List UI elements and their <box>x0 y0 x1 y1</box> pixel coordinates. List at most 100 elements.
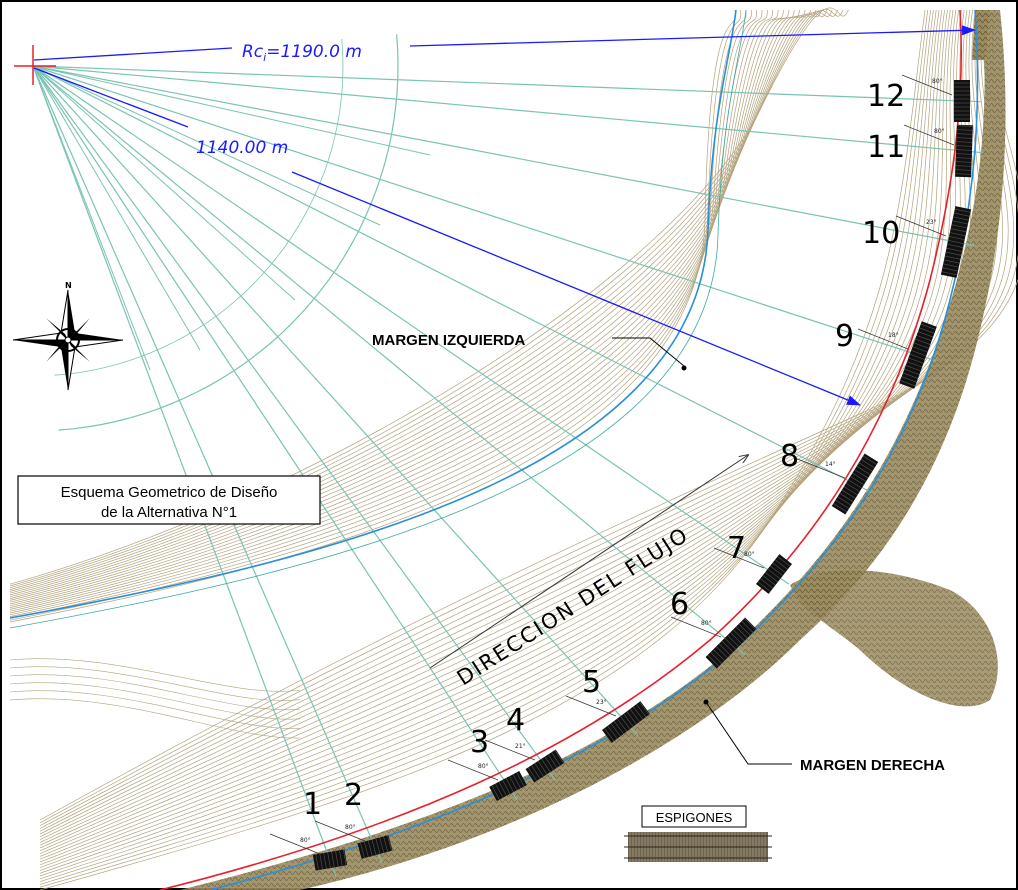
groyne-stake <box>760 578 774 589</box>
groyne-stake <box>363 841 369 858</box>
groyne-stake <box>904 368 920 375</box>
contour-line-outer <box>39 9 943 874</box>
groyne-stake <box>730 632 742 644</box>
groyne-stake <box>900 380 916 387</box>
groyne-stake <box>343 849 347 866</box>
groyne-number-12: 12 <box>867 79 905 114</box>
contour-line-outer <box>39 9 954 863</box>
groyne-angle-line <box>794 457 846 479</box>
groyne-stake <box>360 842 365 859</box>
groyne-angle-line <box>895 215 947 237</box>
groyne-stake <box>707 654 720 667</box>
radial-line-11 <box>32 65 983 154</box>
groyne-stake <box>331 851 335 868</box>
groyne-body <box>955 124 973 178</box>
contour-line-plain <box>9 682 301 720</box>
groyne-angle-11: 80° <box>934 128 945 135</box>
groyne-angle-line <box>565 695 617 717</box>
groyne-number-10: 10 <box>862 216 900 251</box>
groyne-body <box>899 321 937 389</box>
groyne-angle-line <box>447 759 499 781</box>
groyne-number-7: 7 <box>727 531 746 566</box>
groyne-number-6: 6 <box>670 587 689 622</box>
groyne-12 <box>954 80 970 122</box>
groyne-stake <box>495 783 504 798</box>
groyne-stake <box>604 728 615 742</box>
groyne-number-2: 2 <box>344 778 363 813</box>
radial-line-5 <box>32 65 639 736</box>
groyne-stake <box>835 499 850 509</box>
groyne-angle-5: 23° <box>596 699 607 706</box>
groyne-stake <box>942 267 959 272</box>
groyne-stake <box>777 556 791 567</box>
contour-line-outer <box>39 9 934 882</box>
groyne-10 <box>940 206 972 278</box>
groyne-stake <box>952 220 969 225</box>
groyne-stake <box>774 559 788 570</box>
contour-line-inner <box>9 9 795 603</box>
groyne-stake <box>915 338 931 345</box>
groyne-stake <box>905 365 921 372</box>
groyne-stake <box>613 720 624 734</box>
groyne-stake <box>920 323 936 330</box>
groyne-stake <box>534 762 544 777</box>
groyne-number-5: 5 <box>582 665 601 700</box>
radial-line-8 <box>32 65 872 493</box>
design-curve <box>159 9 963 890</box>
compass-rose-icon: N <box>12 281 124 391</box>
groyne-angle-line <box>903 124 955 146</box>
groyne-stake <box>724 637 737 650</box>
groyne-stake <box>715 646 728 659</box>
groyne-9 <box>899 321 937 389</box>
groyne-stake <box>710 651 723 664</box>
groyne-stake <box>919 327 935 334</box>
groyne-stake <box>917 331 934 338</box>
groyne-stake <box>375 838 381 855</box>
groyne-stake <box>862 455 877 465</box>
groyne-stake <box>387 835 392 851</box>
legend-label: ESPIGONES <box>656 810 733 825</box>
groyne-stake <box>531 765 541 779</box>
groyne-stake <box>769 565 783 577</box>
groyne-number-11: 11 <box>867 130 905 165</box>
radial-fan-2 <box>32 65 381 226</box>
contour-line-inner <box>9 9 757 616</box>
groyne-stake <box>956 125 973 127</box>
groyne-stake <box>327 852 331 869</box>
groyne-stake <box>735 626 748 639</box>
radial-line-3 <box>32 65 519 801</box>
legend-espigones: ESPIGONES <box>624 805 772 862</box>
bank-lobe <box>790 570 998 707</box>
groyne-stake <box>547 754 558 768</box>
groyne-stake <box>909 353 925 360</box>
groyne-number-3: 3 <box>470 725 489 760</box>
groyne-5 <box>602 701 650 743</box>
groyne-stake <box>516 772 525 787</box>
groyne-4 <box>525 749 565 783</box>
groyne-stake <box>527 767 538 782</box>
groyne-stake <box>949 232 966 237</box>
contour-line-inner <box>9 9 752 617</box>
groyne-stake <box>772 562 786 573</box>
arc-inner <box>54 38 344 376</box>
groyne-stake <box>629 708 640 722</box>
radial-line-4 <box>32 65 556 781</box>
scheme-title-line2: de la Alternativa N°1 <box>101 504 237 521</box>
groyne-angle-line <box>269 833 321 855</box>
groyne-stake <box>946 247 963 252</box>
groyne-angle-3: 80° <box>478 763 489 770</box>
radial-lines <box>32 65 983 877</box>
groyne-body <box>602 701 650 743</box>
left-bank-edge <box>9 9 737 619</box>
groyne-stake <box>765 571 779 583</box>
groyne-stake <box>845 482 860 492</box>
contour-line-outer <box>39 9 982 843</box>
right-bank-edge <box>209 9 979 890</box>
contour-line-outer <box>39 9 931 885</box>
groynes: 80°80°80°21°23°80°80°14°18°23°80°80° <box>269 74 973 871</box>
groyne-stake <box>371 839 377 856</box>
groyne-stake <box>908 357 924 364</box>
contour-lines <box>9 7 1018 890</box>
groyne-angle-line <box>713 547 765 569</box>
